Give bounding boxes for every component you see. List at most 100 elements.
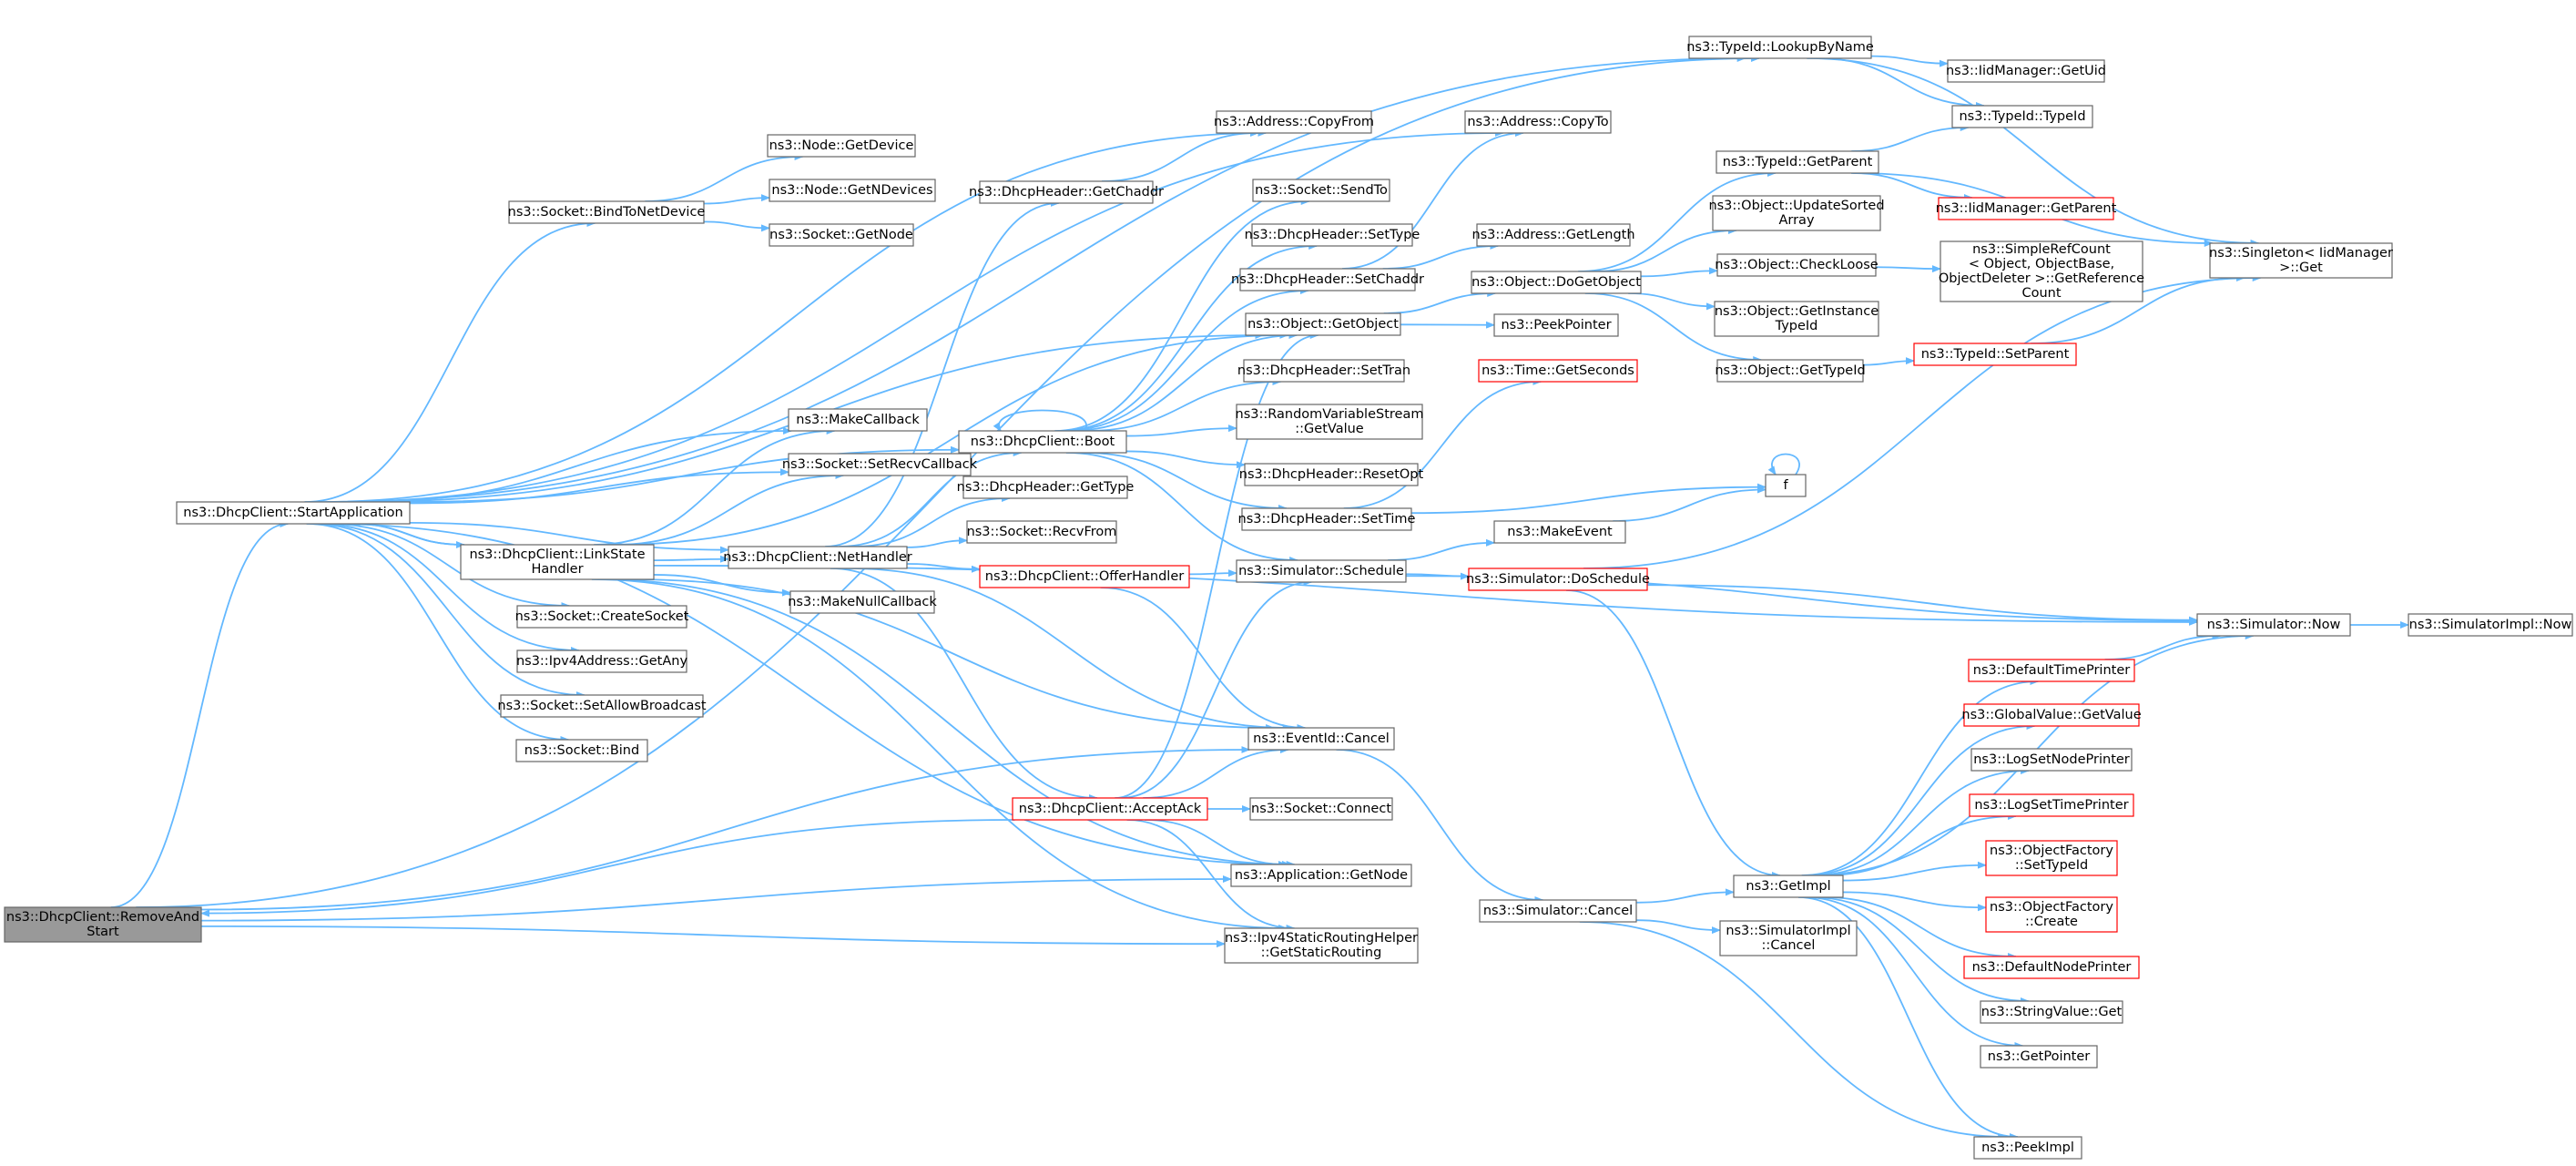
node-n10[interactable]: ns3::DhcpClient::Boot [958,430,1127,454]
node-n29[interactable]: ns3::RandomVariableStream::GetValue [1236,404,1424,440]
node-box[interactable] [176,501,411,525]
node-box[interactable] [1251,223,1413,247]
node-box[interactable] [1236,404,1423,440]
node-box[interactable] [500,694,704,718]
node-n23[interactable]: ns3::DhcpClient::OfferHandler [979,565,1190,588]
node-box[interactable] [1969,793,2134,817]
node-n40[interactable]: ns3::Time::GetSeconds [1478,359,1638,383]
node-n39[interactable]: ns3::PeekPointer [1493,313,1619,337]
node-box[interactable] [1688,36,1872,59]
node-box[interactable] [1471,271,1642,294]
node-box[interactable] [1247,727,1395,751]
node-box[interactable] [1249,797,1393,821]
node-box[interactable] [728,546,908,569]
node-box[interactable] [1479,899,1637,923]
node-n16[interactable]: ns3::Ipv4Address::GetAny [516,649,687,673]
node-box[interactable] [2209,242,2393,279]
node-n48[interactable]: ns3::Object::GetTypeId [1715,359,1866,383]
node-box[interactable] [1236,559,1407,583]
node-n1[interactable]: ns3::DhcpClient::StartApplication [176,501,411,525]
node-n69[interactable]: ns3::SimulatorImpl::Now [2408,613,2573,637]
node-n63[interactable]: ns3::ObjectFactory::Create [1985,896,2118,933]
node-box[interactable] [1239,268,1416,292]
node-n66[interactable]: ns3::GetPointer [1980,1045,2098,1069]
node-n35[interactable]: ns3::Application::GetNode [1230,864,1412,887]
node-box[interactable] [1468,568,1648,591]
node-box[interactable] [1493,313,1619,337]
node-n62[interactable]: ns3::ObjectFactory::SetTypeId [1985,840,2118,876]
node-box[interactable] [1980,1000,2123,1024]
node-n12[interactable]: ns3::Socket::SetRecvCallback [782,453,978,476]
node-n60[interactable]: ns3::LogSetNodePrinter [1970,748,2133,772]
node-n25[interactable]: ns3::Socket::SendTo [1252,179,1390,202]
node-n36[interactable]: ns3::Ipv4StaticRoutingHelper::GetStaticR… [1224,927,1419,964]
node-n55[interactable]: ns3::SimpleRefCount< Object, ObjectBase,… [1939,240,2144,302]
node-box[interactable] [1913,343,2077,366]
node-box[interactable] [1252,179,1390,202]
node-box[interactable] [788,408,928,432]
node-n22[interactable]: ns3::Socket::RecvFrom [966,520,1117,544]
node-box[interactable] [1947,59,2105,83]
node-n15[interactable]: ns3::Socket::CreateSocket [515,605,689,629]
node-n21[interactable]: ns3::DhcpHeader::GetType [957,476,1135,499]
node-n20[interactable]: ns3::DhcpHeader::GetChaddr [969,180,1164,204]
node-n51[interactable]: ns3::SimulatorImpl::Cancel [1719,920,1858,956]
node-box[interactable] [1712,195,1881,231]
node-box[interactable] [769,223,914,247]
node-n26[interactable]: ns3::DhcpHeader::SetType [1245,223,1420,247]
node-n18[interactable]: ns3::Socket::Bind [515,739,648,762]
node-box[interactable] [1716,359,1864,383]
node-box[interactable] [1476,223,1631,247]
node-n43[interactable]: ns3::Simulator::Cancel [1479,899,1637,923]
node-box[interactable] [515,739,648,762]
node-box[interactable] [1938,197,2114,220]
node-n7[interactable]: ns3::Node::GetNDevices [769,179,936,202]
node-box[interactable] [1241,507,1412,531]
node-box[interactable] [1230,864,1412,887]
node-box[interactable] [1985,840,2118,876]
node-box[interactable] [1980,1045,2098,1069]
node-box[interactable] [1970,748,2133,772]
node-n8[interactable]: ns3::Socket::GetNode [769,223,914,247]
node-box[interactable] [1968,659,2135,682]
node-box[interactable] [1951,105,2093,128]
node-n58[interactable]: ns3::DefaultTimePrinter [1968,659,2135,682]
node-box[interactable] [767,134,916,158]
node-n44[interactable]: ns3::TypeId::GetParent [1716,150,1879,174]
node-n2[interactable]: ns3::TypeId::LookupByName [1686,36,1874,59]
node-n34[interactable]: ns3::Socket::Connect [1249,797,1393,821]
node-n49[interactable]: f [1765,474,1807,497]
node-box[interactable] [4,906,202,943]
node-box[interactable] [1719,920,1858,956]
node-box[interactable] [1714,301,1879,337]
node-box[interactable] [1464,110,1612,134]
node-n38[interactable]: ns3::Object::DoGetObject [1471,271,1642,294]
node-n30[interactable]: ns3::DhcpHeader::ResetOpt [1239,463,1424,486]
node-n14[interactable]: ns3::DhcpClient::NetHandler [723,546,912,569]
node-n6[interactable]: ns3::Socket::BindToNetDevice [508,200,706,224]
node-n37[interactable]: ns3::Address::GetLength [1471,223,1635,247]
node-n57[interactable]: ns3::Simulator::Now [2196,613,2351,637]
node-box[interactable] [1216,110,1372,134]
node-n9[interactable]: ns3::Object::GetObject [1245,312,1401,336]
node-box[interactable] [1973,1136,2082,1160]
node-n46[interactable]: ns3::Object::CheckLoose [1715,253,1879,277]
node-n54[interactable]: ns3::IidManager::GetParent [1936,197,2117,220]
node-box[interactable] [958,430,1127,454]
node-n53[interactable]: ns3::TypeId::TypeId [1951,105,2093,128]
node-box[interactable] [1493,520,1626,544]
node-n17[interactable]: ns3::Socket::SetAllowBroadcast [497,694,707,718]
node-box[interactable] [516,649,687,673]
node-n56[interactable]: ns3::TypeId::SetParent [1913,343,2077,366]
node-n5[interactable]: ns3::Node::GetDevice [767,134,916,158]
node-n28[interactable]: ns3::DhcpHeader::SetTran [1237,359,1410,383]
node-n64[interactable]: ns3::DefaultNodePrinter [1963,956,2140,979]
node-n4[interactable]: ns3::Address::CopyFrom [1214,110,1374,134]
node-box[interactable] [769,179,936,202]
node-box[interactable] [962,476,1128,499]
node-n31[interactable]: ns3::DhcpHeader::SetTime [1238,507,1416,531]
